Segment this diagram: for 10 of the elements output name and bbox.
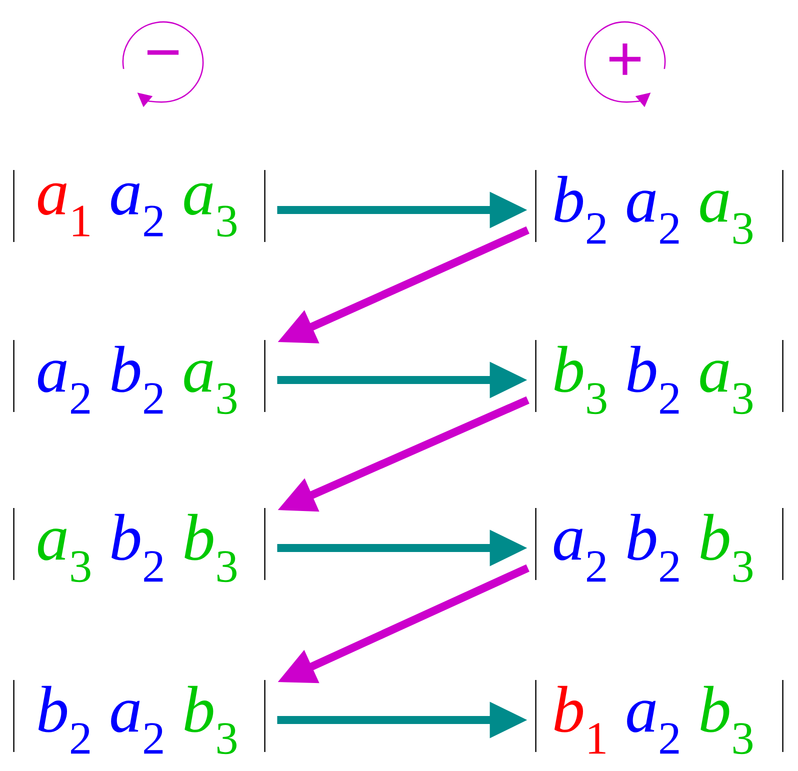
determinant: b$_{1}$ a$_{2}$ b$_{3}$ [535,680,784,754]
determinant: a$_{2}$ b$_{2}$ a$_{3}$ [13,340,266,414]
node-label: − [147,50,179,55]
determinant: a$_{1}$ a$_{2}$ a$_{3}$ [13,170,266,242]
determinant: b$_{2}$ a$_{2}$ b$_{3}$ [13,680,266,754]
node-label: + [609,44,641,75]
determinant: a$_{3}$ b$_{2}$ b$_{3}$ [13,508,266,582]
determinant: b$_{3}$ b$_{2}$ a$_{3}$ [535,340,784,414]
determinant: a$_{2}$ b$_{2}$ b$_{3}$ [535,508,784,582]
determinant: b$_{2}$ a$_{2}$ a$_{3}$ [535,170,784,244]
